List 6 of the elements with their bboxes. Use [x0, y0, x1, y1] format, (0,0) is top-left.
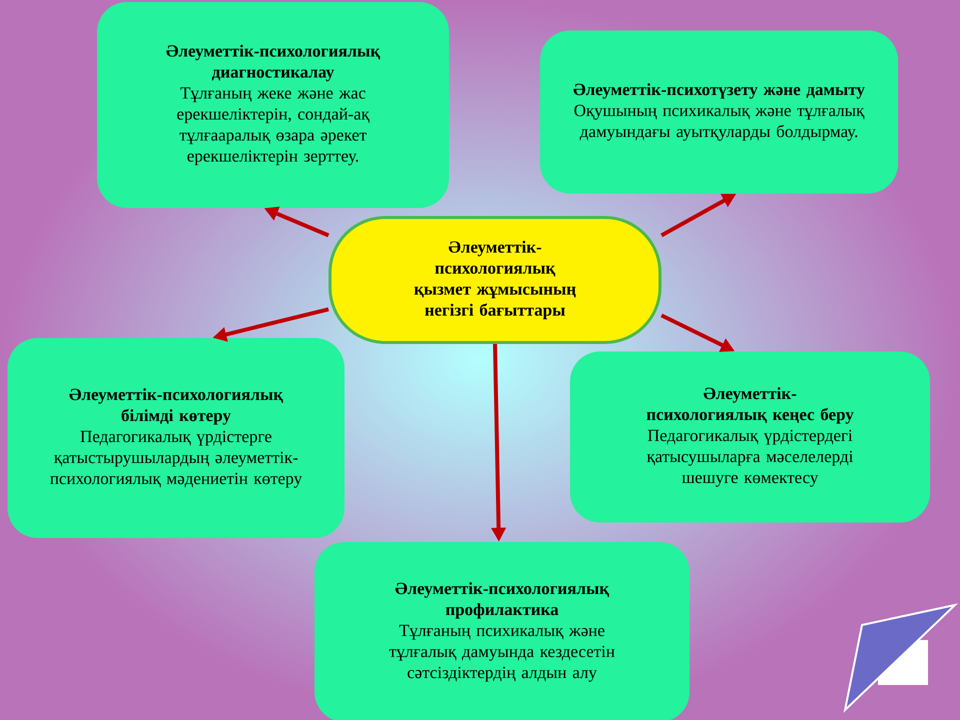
topic-box: Әлеуметтік-психологиялық қызмет жұмысының негізгі бағыттары [328, 216, 662, 344]
direction-box: Әлеуметтік-психологиялық профилактика Тұлғаның психикалық және тұлғалық дамуында кездесетін сәтсіздіктердің алдын алу [314, 542, 690, 720]
direction-box: Әлеуметтік-психологиялық кеңес беру Педагогикалық үрдістердегі қатысушыларға мәселелерді шешуге көмектесу [570, 352, 930, 522]
direction-box: Әлеуметтік-психотүзету және дамыту Оқушының психикалық және тұлғалық дамуындағы ауытқуларды болдырмау. [540, 30, 898, 194]
direction-box: Әлеуметтік-психологиялық диагностикалау Тұлғаның жеке және жас ерекшеліктерін, сондай-ақ тұлғааралық өзара әрекет ерекшеліктерін зерттеу. [97, 2, 449, 208]
direction-box: Әлеуметтік-психологиялық білімді көтеру Педагогикалық үрдістерге қатыстырушылардың әлеуметтік-психологиялық мәдениетін көтеру [8, 338, 344, 538]
